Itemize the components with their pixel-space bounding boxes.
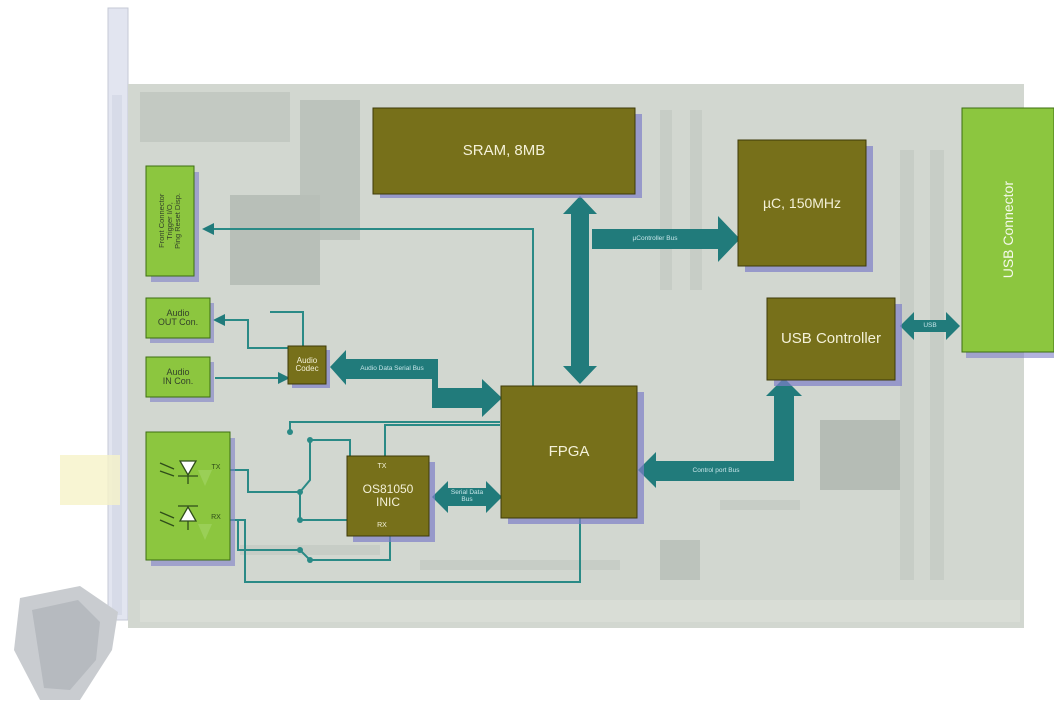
usb-controller-block	[767, 298, 895, 380]
audio-out-block	[146, 298, 210, 338]
fpga-block	[501, 386, 637, 518]
front-connector-block	[146, 166, 194, 276]
audio-in-block	[146, 357, 210, 397]
uc-block	[738, 140, 866, 266]
optical-transceiver-block	[146, 432, 230, 560]
inic-block	[347, 456, 429, 536]
sram-block	[373, 108, 635, 194]
audio-codec-block	[288, 346, 326, 384]
usb-connector-block	[962, 108, 1054, 352]
